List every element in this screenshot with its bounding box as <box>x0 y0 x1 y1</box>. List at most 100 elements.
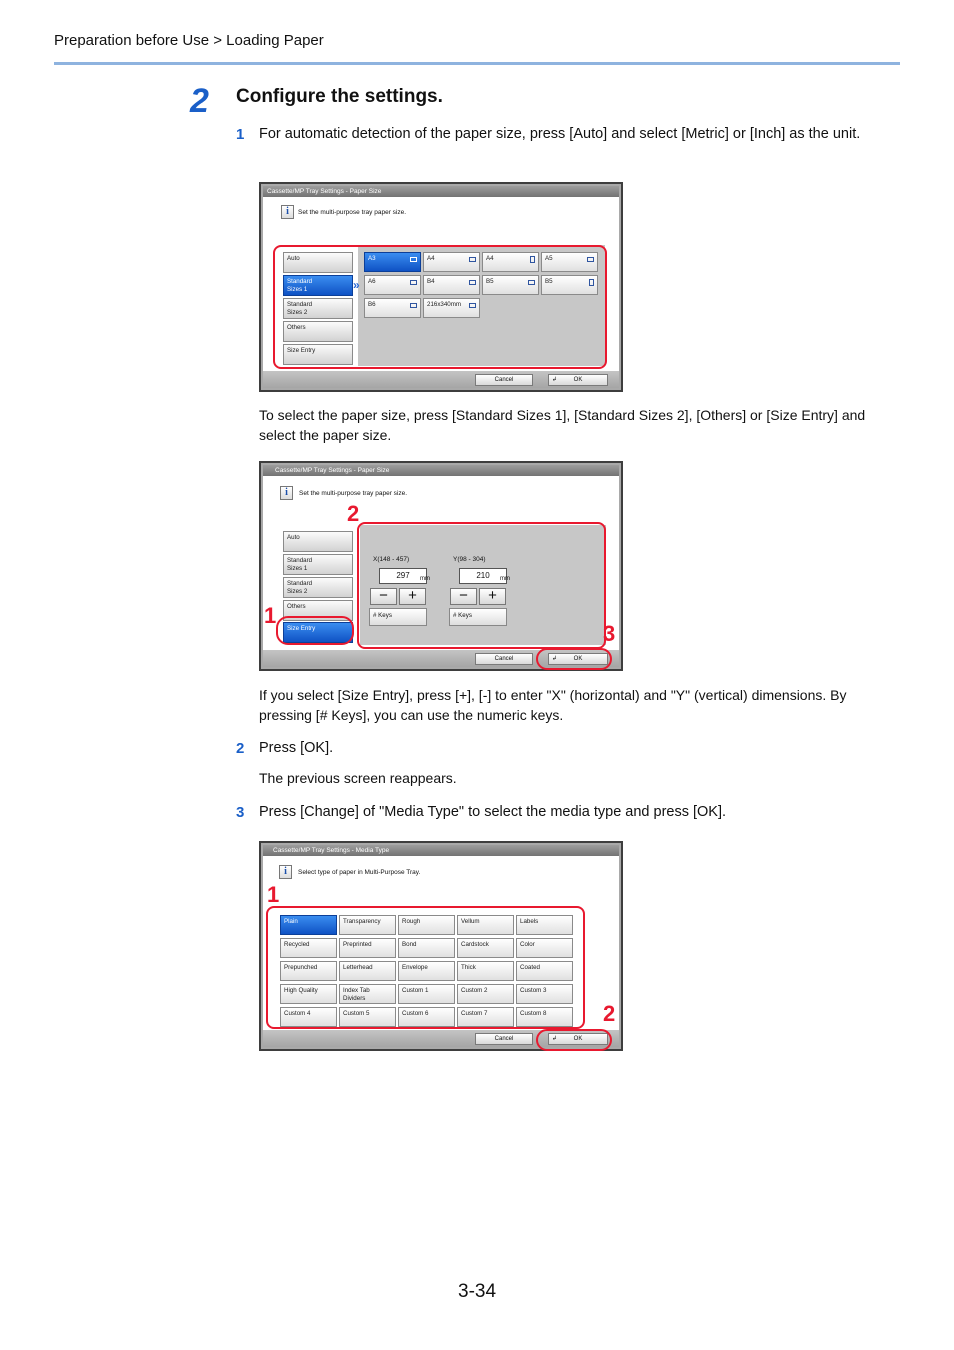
y-unit-label: mm <box>500 576 510 582</box>
auto-button[interactable]: Auto <box>283 531 353 552</box>
info-icon: i <box>280 486 293 500</box>
step-number: 2 <box>190 82 209 120</box>
screenshot-media-type: Cassette/MP Tray Settings - Media Type i… <box>259 841 623 1051</box>
substep-2-text: Press [OK]. <box>259 740 334 756</box>
size-label: A4 <box>486 255 494 262</box>
y-value-field[interactable]: 210 <box>459 568 507 584</box>
media-custom-5-button[interactable]: Custom 5 <box>339 1007 396 1027</box>
enter-icon: ↲ <box>552 1036 558 1042</box>
others-button[interactable]: Others <box>283 600 353 621</box>
media-custom-1-button[interactable]: Custom 1 <box>398 984 455 1004</box>
standard-sizes-2-button[interactable]: Standard Sizes 2 <box>283 577 353 598</box>
media-transparency-button[interactable]: Transparency <box>339 915 396 935</box>
auto-button[interactable]: Auto <box>283 252 353 273</box>
media-rough-button[interactable]: Rough <box>398 915 455 935</box>
media-coated-button[interactable]: Coated <box>516 961 573 981</box>
size-a4-landscape-button[interactable]: A4 <box>423 252 480 272</box>
paper-landscape-icon <box>469 257 476 262</box>
substep-2-note: The previous screen reappears. <box>259 770 457 786</box>
size-label: A3 <box>368 255 376 262</box>
size-label: B6 <box>368 301 376 308</box>
size-entry-button[interactable]: Size Entry <box>283 344 353 365</box>
size-a4-portrait-button[interactable]: A4 <box>482 252 539 272</box>
size-a5-button[interactable]: A5 <box>541 252 598 272</box>
paper-landscape-icon <box>587 257 594 262</box>
screen-title: Cassette/MP Tray Settings - Media Type <box>263 845 619 856</box>
size-216x340-button[interactable]: 216x340mm <box>423 298 480 318</box>
media-custom-2-button[interactable]: Custom 2 <box>457 984 514 1004</box>
x-numeric-keys-button[interactable]: # Keys <box>369 608 427 626</box>
media-labels-button[interactable]: Labels <box>516 915 573 935</box>
size-b4-button[interactable]: B4 <box>423 275 480 295</box>
size-b5-landscape-button[interactable]: B5 <box>482 275 539 295</box>
media-custom-8-button[interactable]: Custom 8 <box>516 1007 573 1027</box>
paragraph-select-size: To select the paper size, press [Standar… <box>259 407 866 443</box>
size-label: 216x340mm <box>427 301 462 308</box>
bottom-bar: Cancel ↲OK <box>263 1030 619 1047</box>
size-label: A5 <box>545 255 553 262</box>
media-index-tab-button[interactable]: Index Tab Dividers <box>339 984 396 1004</box>
callout-number-1: 1 <box>267 882 280 907</box>
paper-landscape-icon <box>410 280 417 285</box>
breadcrumb: Preparation before Use > Loading Paper <box>54 32 324 49</box>
screen-title: Cassette/MP Tray Settings - Paper Size <box>263 465 619 476</box>
callout-frame-media-grid <box>266 906 585 1029</box>
media-preprinted-button[interactable]: Preprinted <box>339 938 396 958</box>
x-plus-button[interactable]: + <box>399 588 426 605</box>
x-range-label: X(148 - 457) <box>373 556 410 563</box>
media-letterhead-button[interactable]: Letterhead <box>339 961 396 981</box>
cancel-button[interactable]: Cancel <box>475 374 533 386</box>
media-bond-button[interactable]: Bond <box>398 938 455 958</box>
y-range-label: Y(98 - 304) <box>453 556 486 563</box>
y-numeric-keys-button[interactable]: # Keys <box>449 608 507 626</box>
media-custom-6-button[interactable]: Custom 6 <box>398 1007 455 1027</box>
size-b5-portrait-button[interactable]: B5 <box>541 275 598 295</box>
substep-3-number: 3 <box>236 804 245 821</box>
substep-1-number: 1 <box>236 126 245 143</box>
media-thick-button[interactable]: Thick <box>457 961 514 981</box>
page-number: 3-34 <box>458 1281 497 1302</box>
size-label: A4 <box>427 255 435 262</box>
info-text: Set the multi-purpose tray paper size. <box>299 490 408 497</box>
media-recycled-button[interactable]: Recycled <box>280 938 337 958</box>
y-minus-button[interactable]: − <box>450 588 477 605</box>
others-button[interactable]: Others <box>283 321 353 342</box>
info-icon: i <box>279 865 292 879</box>
screen-title: Cassette/MP Tray Settings - Paper Size <box>263 186 619 197</box>
paragraph-size-entry: If you select [Size Entry], press [+], [… <box>259 687 847 723</box>
paper-portrait-icon <box>530 256 535 263</box>
paper-landscape-icon <box>469 280 476 285</box>
paper-portrait-icon <box>589 279 594 286</box>
x-value-field[interactable]: 297 <box>379 568 427 584</box>
enter-icon: ↲ <box>552 656 558 662</box>
ok-label: OK <box>573 377 583 383</box>
size-label: B5 <box>486 278 494 285</box>
media-high-quality-button[interactable]: High Quality <box>280 984 337 1004</box>
media-vellum-button[interactable]: Vellum <box>457 915 514 935</box>
media-custom-3-button[interactable]: Custom 3 <box>516 984 573 1004</box>
media-prepunched-button[interactable]: Prepunched <box>280 961 337 981</box>
media-custom-4-button[interactable]: Custom 4 <box>280 1007 337 1027</box>
media-plain-button[interactable]: Plain <box>280 915 337 935</box>
cancel-button[interactable]: Cancel <box>475 653 533 665</box>
ok-button[interactable]: ↲OK <box>548 374 608 386</box>
media-envelope-button[interactable]: Envelope <box>398 961 455 981</box>
size-a6-button[interactable]: A6 <box>364 275 421 295</box>
media-cardstock-button[interactable]: Cardstock <box>457 938 514 958</box>
callout-number-3: 3 <box>603 621 616 646</box>
size-b6-button[interactable]: B6 <box>364 298 421 318</box>
x-minus-button[interactable]: − <box>370 588 397 605</box>
x-unit-label: mm <box>420 576 430 582</box>
cancel-button[interactable]: Cancel <box>475 1033 533 1045</box>
standard-sizes-1-button[interactable]: Standard Sizes 1 <box>283 554 353 575</box>
ok-label: OK <box>573 656 583 662</box>
callout-frame-size-entry <box>276 616 354 645</box>
callout-number-2: 2 <box>347 501 360 526</box>
y-plus-button[interactable]: + <box>479 588 506 605</box>
size-a3-button[interactable]: A3 <box>364 252 421 272</box>
header-divider <box>54 62 900 65</box>
media-color-button[interactable]: Color <box>516 938 573 958</box>
media-custom-7-button[interactable]: Custom 7 <box>457 1007 514 1027</box>
standard-sizes-1-button[interactable]: Standard Sizes 1 <box>283 275 353 296</box>
standard-sizes-2-button[interactable]: Standard Sizes 2 <box>283 298 353 319</box>
